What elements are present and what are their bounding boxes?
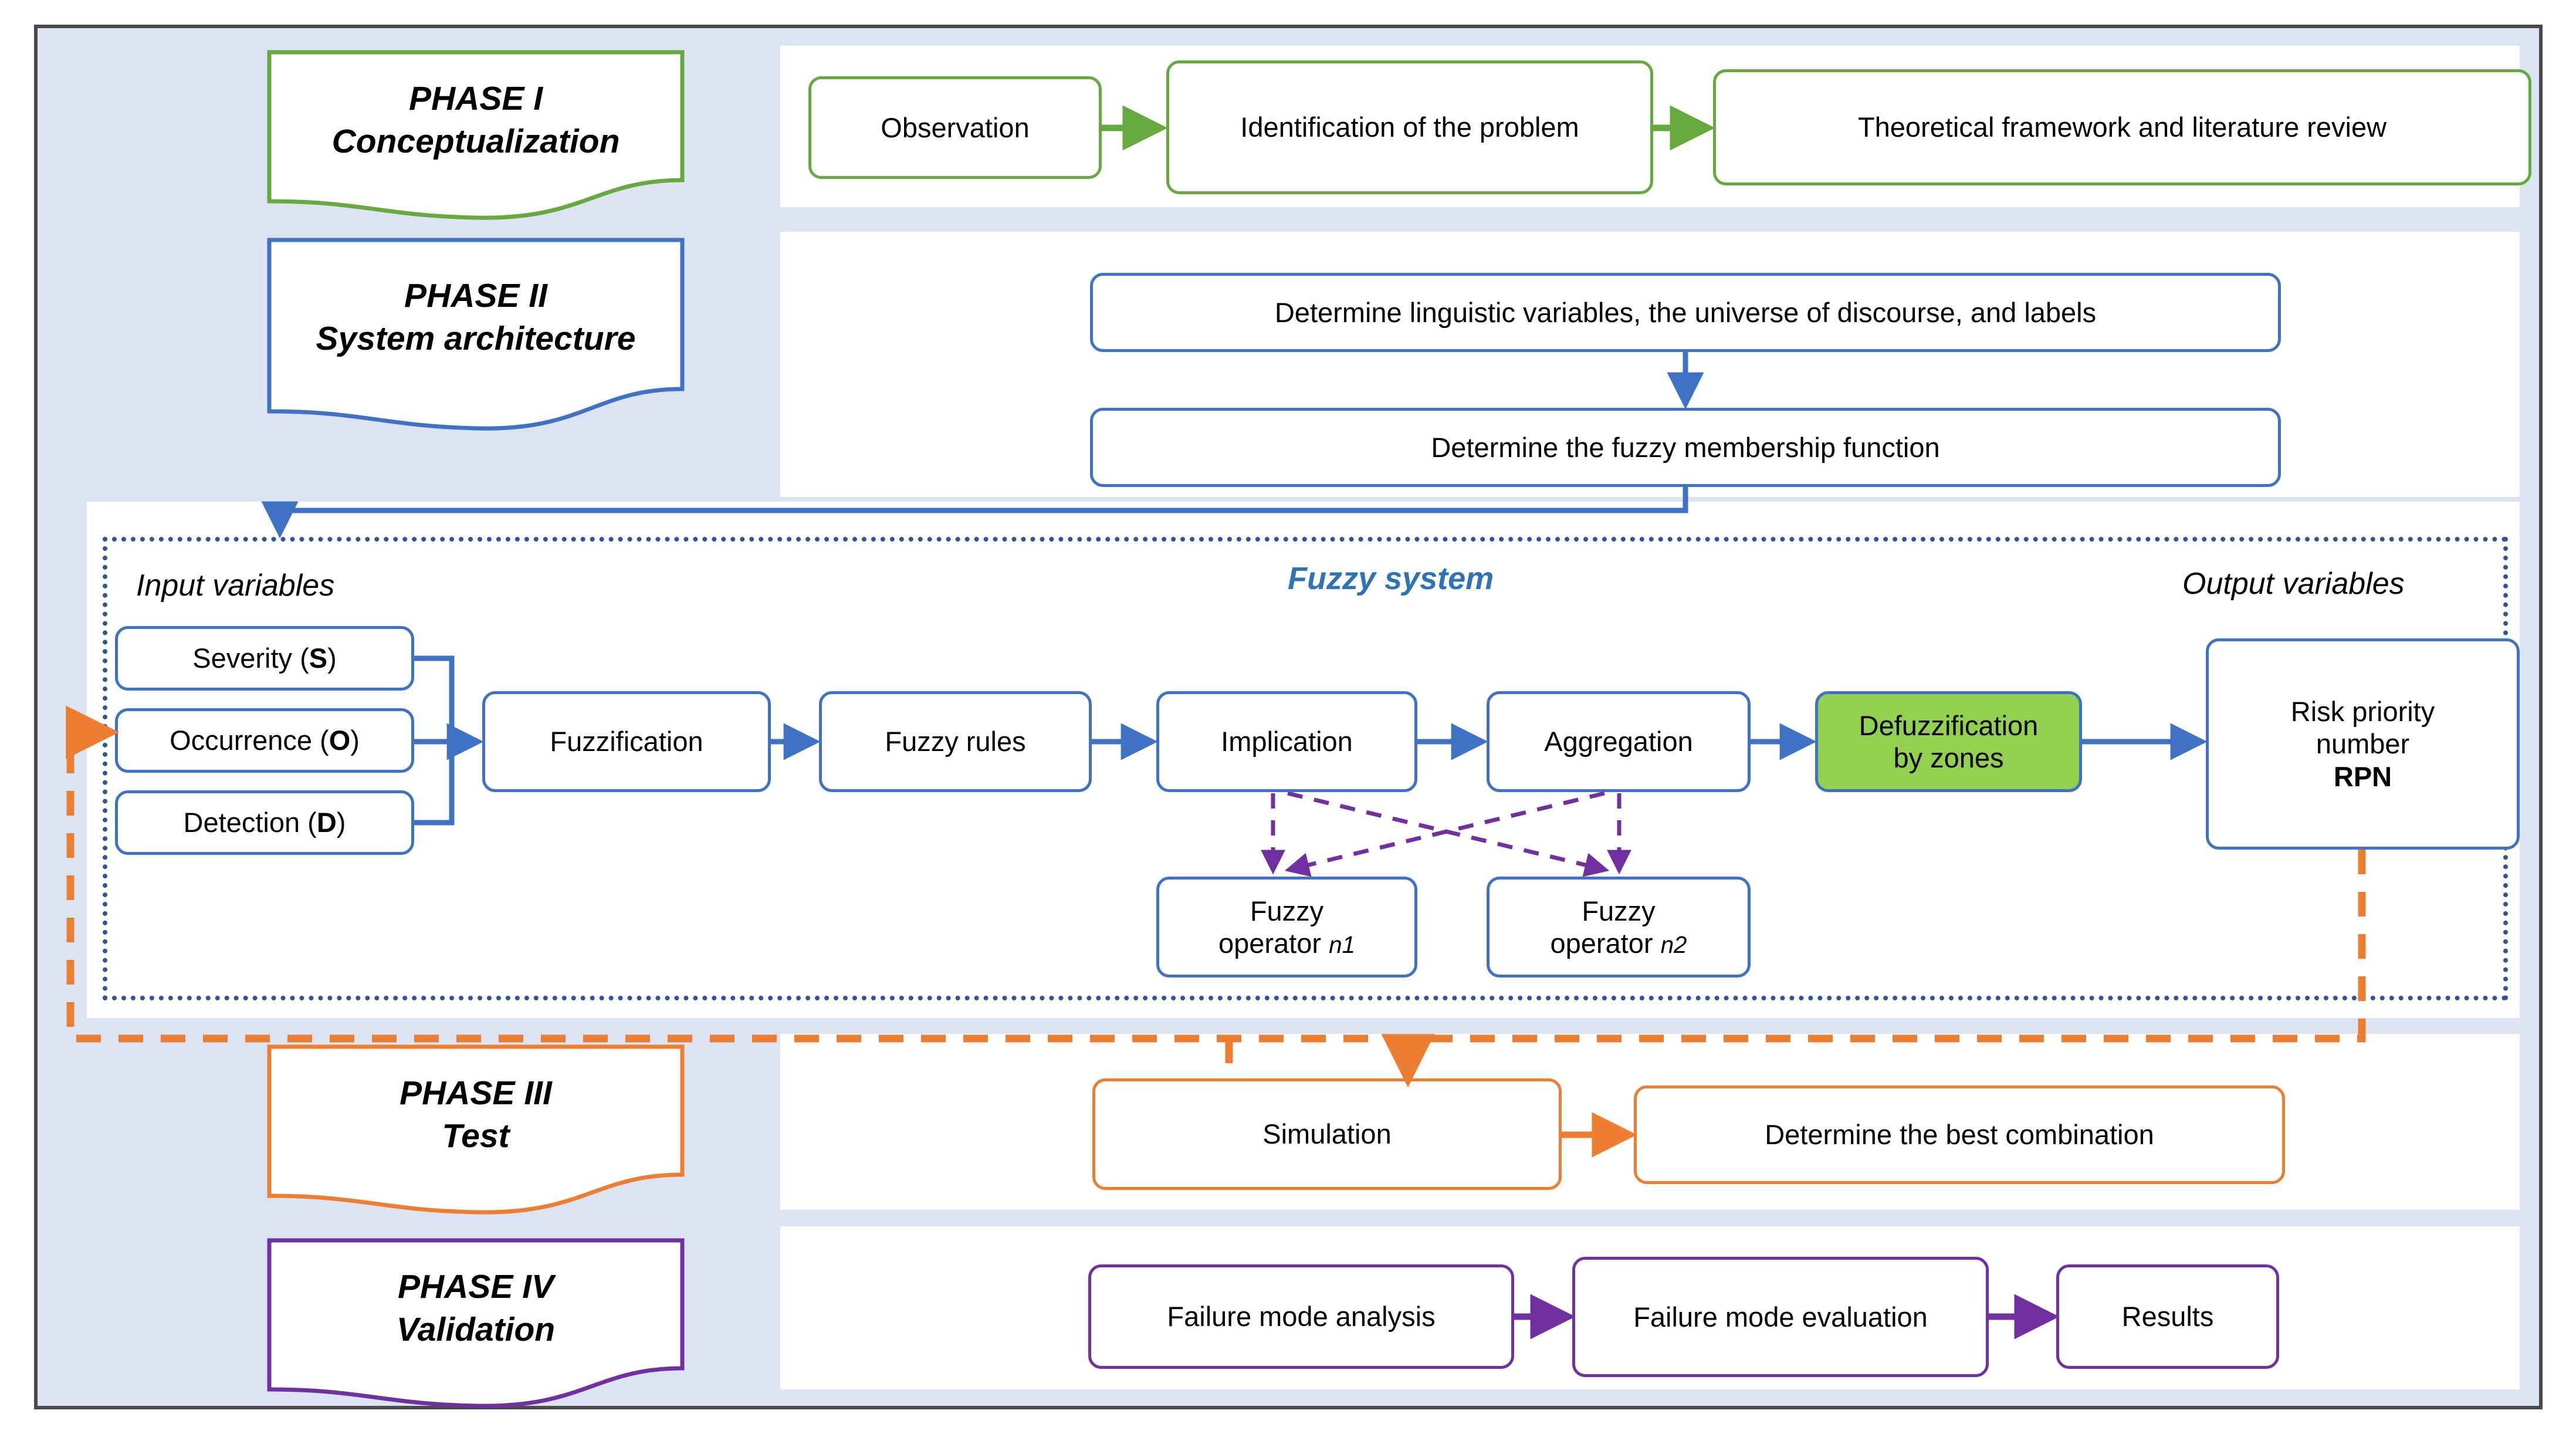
input-occurrence-close: ) [350,725,360,756]
node-implication[interactable]: Implication [1156,691,1417,792]
node-fuzzy-operator-n2[interactable]: Fuzzy operator n2 [1487,877,1751,978]
input-severity-close: ) [327,642,337,674]
node-linguistic-variables[interactable]: Determine linguistic variables, the univ… [1090,273,2281,352]
phase-number-3: PHASE III [400,1074,552,1112]
fuzzy-operator-n1-line-1: Fuzzy [1250,895,1324,926]
node-input-detection[interactable]: Detection (D) [115,790,414,855]
phase-card-phase-3: PHASE III Test [267,1044,685,1215]
input-severity-symbol: S [309,642,328,674]
node-failure-mode-evaluation[interactable]: Failure mode evaluation [1572,1257,1989,1377]
phase-name-1: Conceptualization [331,123,620,160]
node-theoretical-framework[interactable]: Theoretical framework and literature rev… [1713,69,2531,185]
phase-number-1: PHASE I [408,80,543,118]
defuzzification-line-2: by zones [1893,742,2004,773]
input-severity-text: Severity ( [192,642,309,674]
rpn-line-3: RPN [2333,760,2392,792]
input-detection-text: Detection ( [183,807,317,838]
input-occurrence-symbol: O [329,725,351,756]
node-fuzzy-operator-n1[interactable]: Fuzzy operator n1 [1156,877,1417,978]
phase-card-phase-1: PHASE I Conceptualization [267,50,685,220]
phase-name-3: Test [442,1117,510,1155]
node-defuzzification[interactable]: Defuzzification by zones [1815,691,2082,792]
node-aggregation[interactable]: Aggregation [1487,691,1751,792]
fuzzy-operator-n1-line-2: operator n1 [1218,928,1356,959]
node-failure-mode-analysis[interactable]: Failure mode analysis [1088,1264,1514,1369]
phase-number-4: PHASE IV [397,1268,554,1306]
phase-card-shape-3 [267,1044,685,1215]
phase-card-shape-4 [267,1238,685,1408]
phase-name-2: System architecture [316,320,636,357]
node-simulation[interactable]: Simulation [1092,1078,1562,1190]
output-variables-label: Output variables [2182,567,2405,601]
input-detection-close: ) [336,807,346,838]
fuzzy-system-title: Fuzzy system [1288,561,1494,596]
fuzzy-operator-n1-subscript: n1 [1329,931,1356,958]
fuzzy-operator-n2-line-2: operator n2 [1550,928,1687,959]
phase-card-phase-2: PHASE II System architecture [267,238,685,440]
phase-card-shape-1 [267,50,685,220]
phase-card-shape-2 [267,238,685,431]
node-observation[interactable]: Observation [808,76,1102,179]
phase-card-phase-4: PHASE IV Validation [267,1238,685,1408]
input-detection-symbol: D [316,807,337,838]
node-input-occurrence[interactable]: Occurrence (O) [115,708,414,773]
node-input-severity[interactable]: Severity (S) [115,626,414,691]
input-occurrence-text: Occurrence ( [170,725,329,756]
rpn-line-1: Risk priority [2290,695,2435,727]
node-best-combination[interactable]: Determine the best combination [1634,1085,2285,1184]
fuzzy-operator-n2-subscript: n2 [1660,931,1687,958]
phase-name-4: Validation [396,1311,556,1348]
defuzzification-line-1: Defuzzification [1859,709,2039,741]
node-membership-function[interactable]: Determine the fuzzy membership function [1090,408,2281,487]
node-fuzzification[interactable]: Fuzzification [482,691,771,792]
input-variables-label: Input variables [136,569,335,603]
node-risk-priority-number[interactable]: Risk priority number RPN [2206,638,2520,850]
node-results[interactable]: Results [2056,1264,2279,1369]
node-identification-of-problem[interactable]: Identification of the problem [1166,60,1653,194]
rpn-line-2: number [2316,728,2410,760]
phase-number-2: PHASE II [404,277,547,315]
fuzzy-operator-n2-line-1: Fuzzy [1582,895,1656,926]
node-fuzzy-rules[interactable]: Fuzzy rules [819,691,1092,792]
